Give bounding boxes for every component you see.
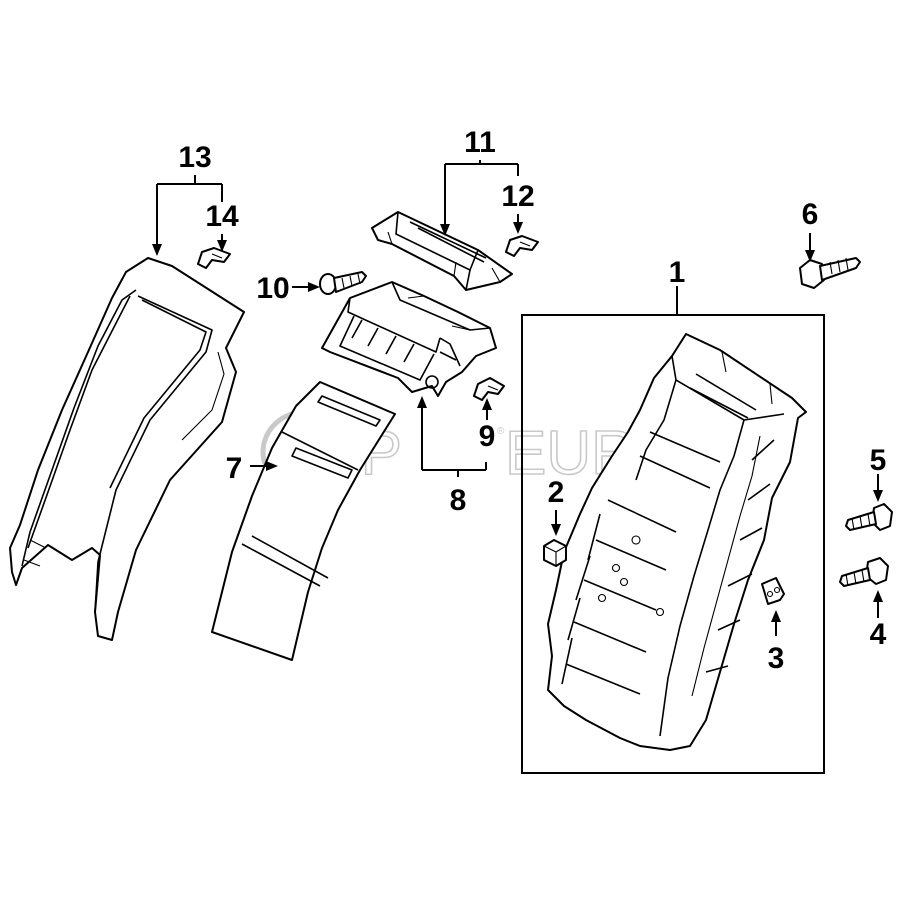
part-9-clip [473,377,505,401]
part-6-bolt [799,257,861,289]
callout-8: 8 [450,484,467,517]
part-14-clip [197,247,231,269]
callout-3: 3 [768,642,785,675]
part-8-cupholder-bracket [321,281,497,397]
callout-12: 12 [501,180,534,213]
part-10-push-fastener [319,271,367,295]
part-11-cupholder-rail [371,211,513,291]
callout-4: 4 [870,618,887,651]
callout-10: 10 [256,272,289,305]
callout-14: 14 [205,200,239,233]
watermark-registered: ® [497,426,505,437]
part-2-nut [543,539,567,567]
part-12-clip [505,235,539,257]
callout-labels: 1 2 3 4 5 6 7 8 9 10 11 12 13 14 [178,126,886,675]
callout-9: 9 [479,420,496,453]
part-4-bolt [839,557,889,587]
part-1-group-box [521,314,825,774]
callout-5: 5 [870,444,887,477]
callout-6: 6 [802,198,819,231]
callout-7: 7 [226,452,243,485]
part-7-armrest-pad [211,381,396,661]
part-1-console-housing [521,314,825,774]
part-5-bolt [845,503,893,531]
callout-13: 13 [178,141,211,174]
callout-1: 1 [669,256,686,289]
callout-11: 11 [464,126,496,159]
leader-lines [152,160,883,636]
callout-2: 2 [548,476,565,509]
part-13-console-trim-panel [9,257,245,641]
part-3-clip [761,577,785,605]
